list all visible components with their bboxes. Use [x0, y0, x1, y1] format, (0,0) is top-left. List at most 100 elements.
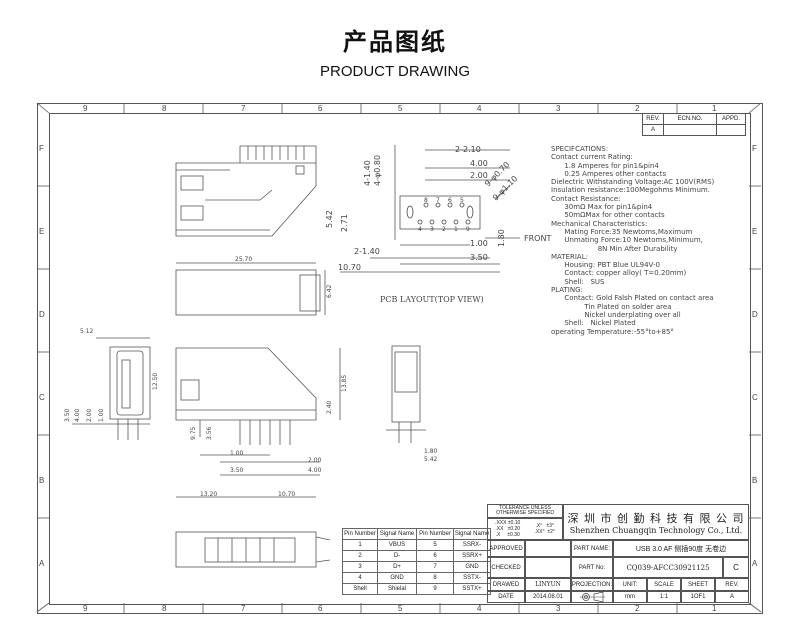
drawed-label: DRAWED: [487, 578, 525, 591]
company-name-en: Shenzhen Chuangqin Technology Co., Ltd.: [569, 525, 743, 535]
pcb-pin-number: 9: [466, 226, 470, 233]
zone-row-right: B: [752, 476, 758, 485]
pin-cell: 5: [416, 539, 454, 551]
dim-2-2.10: 2-2.10: [455, 145, 481, 154]
zone-col-bottom: 4: [477, 604, 482, 613]
dim-4-1.40: 4-1.40: [363, 160, 372, 186]
zone-row-left: B: [39, 476, 45, 485]
dim-2.00-side: 2.00: [308, 457, 322, 464]
dim-4.00: 4.00: [470, 159, 488, 168]
zone-col-top: 4: [477, 104, 482, 113]
dim-2.71: 2.71: [340, 214, 349, 232]
dim-2.40: 2.40: [326, 400, 333, 414]
pin-cell: 2: [342, 550, 378, 562]
rev-value: A: [715, 591, 749, 603]
projection-symbol-icon: [571, 591, 613, 603]
zone-col-top: 5: [398, 104, 403, 113]
pin-cell: SSRX-: [453, 539, 491, 551]
front-label: FRONT: [524, 234, 552, 243]
zone-row-right: C: [752, 393, 758, 402]
dim-1.80-right: 1.80: [424, 448, 438, 455]
unit-label: UNIT:: [613, 578, 647, 591]
pin-table-header: Pin Number: [342, 528, 378, 540]
pin-cell: SSTX+: [453, 583, 491, 595]
part-name-label: PART NAME:: [571, 540, 613, 557]
company-name-cn: 深 圳 市 创 勤 科 技 有 限 公 司: [567, 511, 745, 525]
page-title-english: PRODUCT DRAWING: [320, 63, 470, 80]
dim-6.42: 6.42: [326, 284, 333, 298]
pin-cell: Shell: [342, 583, 378, 595]
pin-cell: 4: [342, 572, 378, 584]
title-block: TOLERANCE UNLESS OTHERWISE SPECIFIED .XX…: [487, 504, 749, 603]
date-label: DATE: [487, 591, 525, 603]
pin-assignment-table: Pin Number Signal Name Pin Number Signal…: [342, 528, 491, 595]
zone-row-right: A: [752, 559, 758, 568]
pcb-pin-number: 1: [454, 226, 458, 233]
drawing-inner-frame: [49, 113, 751, 605]
dim-1.00-front: 1.00: [98, 408, 105, 422]
zone-row-left: C: [39, 393, 45, 402]
dim-1.00: 1.00: [470, 239, 488, 248]
dim-5.42-right: 5.42: [424, 456, 438, 463]
dim-5.12: 5.12: [80, 328, 94, 335]
pin-table-header: Signal Name: [453, 528, 491, 540]
zone-row-left: E: [39, 227, 45, 236]
dim-2.00: 2.00: [470, 171, 488, 180]
part-no-value: CQ039-AFCC30921125: [613, 557, 723, 578]
dim-2.00-front: 2.00: [86, 408, 93, 422]
pin-cell: 1: [342, 539, 378, 551]
pin-cell: D-: [377, 550, 417, 562]
dim-3.50-side: 3.50: [230, 467, 244, 474]
checked-label: CHECKED: [487, 557, 525, 578]
revision-table: REV. ECN.NO. APPD. A: [642, 113, 746, 136]
part-rev-value: C: [723, 557, 749, 578]
pin-cell: GND: [377, 572, 417, 584]
dim-1.80: 1.80: [497, 229, 506, 247]
dim-13.20: 13.20: [200, 491, 218, 498]
pcb-pin-number: 3: [430, 226, 434, 233]
zone-row-right: D: [752, 310, 758, 319]
dim-4-phi-0.80: 4-φ0.80: [373, 154, 382, 186]
zone-row-left: D: [39, 310, 45, 319]
pin-cell: SSRX+: [453, 550, 491, 562]
unit-value: mm: [613, 591, 647, 603]
pin-cell: GND: [453, 561, 491, 573]
dim-9.75: 9.75: [190, 426, 197, 440]
scale-label: SCALE: [647, 578, 681, 591]
pin-cell: 3: [342, 561, 378, 573]
zone-col-bottom: 7: [241, 604, 246, 613]
zone-col-top: 6: [318, 104, 323, 113]
part-name-value: USB 3.0 AF 侧插90度 无卷边: [613, 540, 749, 557]
zone-col-bottom: 6: [318, 604, 323, 613]
dim-10.70-side: 10.70: [278, 491, 296, 498]
zone-col-top: 1: [712, 104, 717, 113]
zone-col-top: 3: [556, 104, 561, 113]
pin-cell: 8: [416, 572, 454, 584]
dim-2-1.40: 2-1.40: [354, 247, 380, 256]
zone-col-top: 8: [162, 104, 167, 113]
dim-3.50: 3.50: [470, 253, 488, 262]
pin-cell: 9: [416, 583, 454, 595]
zone-col-bottom: 2: [635, 604, 640, 613]
zone-col-top: 9: [83, 104, 88, 113]
pin-cell: Shielal: [377, 583, 417, 595]
sheet-value: 1OF1: [681, 591, 715, 603]
sheet-label: SHEET: [681, 578, 715, 591]
rev-value: A: [642, 124, 664, 136]
zone-col-bottom: 8: [162, 604, 167, 613]
pcb-pin-number: 8: [424, 197, 428, 204]
dim-3.56: 3.56: [206, 426, 213, 440]
drawer-value: LINYUN: [525, 578, 571, 591]
tolerance-linear: .XXX ±0.10 .XX ±0.20 .X ±0.30: [495, 520, 521, 538]
projection-label: PROJECTION:: [571, 578, 613, 591]
zone-col-bottom: 9: [83, 604, 88, 613]
page-title-chinese: 产品图纸: [343, 28, 447, 56]
pcb-pin-number: 7: [436, 197, 440, 204]
pcb-pin-number: 2: [442, 226, 446, 233]
rev-label: REV.: [715, 578, 749, 591]
dim-1.00-side: 1.00: [230, 450, 244, 457]
pin-table-header: Pin Number: [416, 528, 454, 540]
pin-table-header: Signal Name: [377, 528, 417, 540]
zone-row-right: F: [752, 144, 757, 153]
